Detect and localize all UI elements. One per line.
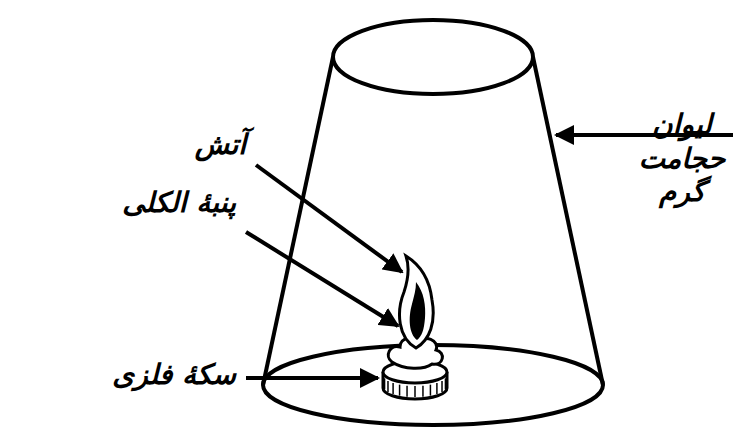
- coin-knurling: [385, 378, 446, 397]
- coin-tick: [441, 381, 443, 392]
- cotton-label: پنبهٔ الکلی: [122, 186, 236, 220]
- coin-tick: [392, 383, 394, 394]
- coin-tick: [406, 386, 408, 397]
- coin-tick: [430, 385, 432, 396]
- flame-core: [410, 282, 426, 340]
- coin-label: سکهٔ فلزی: [112, 358, 236, 392]
- leader-cotton: [246, 232, 398, 326]
- coin-tick: [422, 386, 424, 397]
- leader-coin: [246, 376, 378, 380]
- coin-tick: [414, 386, 416, 397]
- coin-tick: [399, 385, 401, 396]
- leader-fire: [256, 165, 402, 272]
- coin-tick: [436, 383, 438, 394]
- coin-tick: [384, 378, 386, 389]
- flame-outer: [400, 256, 434, 348]
- glass-label: لیوان حجامت گرم: [630, 108, 734, 209]
- coin-tick: [445, 378, 447, 389]
- cupping-glass: [263, 20, 603, 425]
- fire-label: آتش: [195, 128, 246, 162]
- coin-tick: [387, 381, 389, 392]
